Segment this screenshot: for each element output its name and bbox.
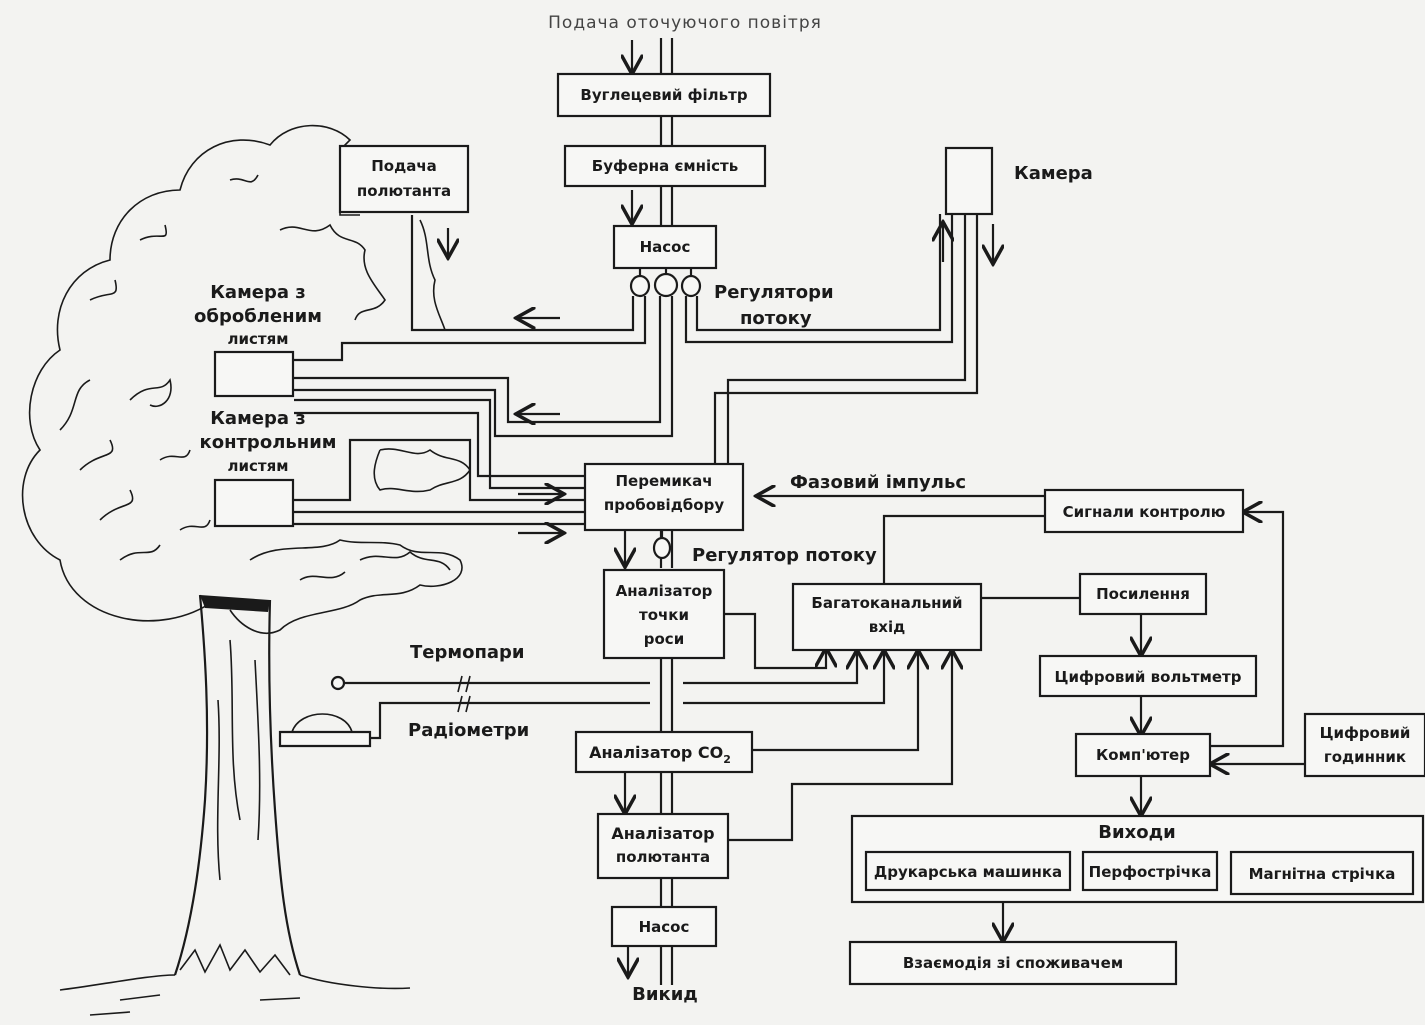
multichannel-label-1: Багатоканальний [811, 594, 962, 612]
thermocouples-label: Термопари [410, 642, 525, 663]
control-leaf-label-2: контрольним [199, 432, 336, 453]
sample-switch-box: Перемикач пробовідбору [583, 462, 745, 532]
computer-box: Комп'ютер [1074, 732, 1212, 778]
amplification-label: Посилення [1096, 585, 1190, 603]
computer-label: Комп'ютер [1096, 746, 1190, 764]
treated-leaf-chamber [213, 350, 295, 398]
pump-bottom-label: Насос [639, 918, 690, 936]
control-signals-box: Сигнали контролю [1043, 488, 1245, 534]
dew-analyzer-label-2: точки [639, 606, 689, 624]
pump-top-box: Насос [612, 224, 718, 270]
digital-voltmeter-label: Цифровий вольтметр [1055, 668, 1242, 686]
amplification-box: Посилення [1078, 572, 1208, 616]
user-interaction-label: Взаємодія зі споживачем [903, 954, 1123, 972]
co2-analyzer-text: Аналізатор CO [589, 743, 723, 762]
co2-analyzer-box: Аналізатор CO2 [574, 730, 754, 774]
pollutant-analyzer-label-2: полютанта [616, 848, 710, 866]
phase-pulse-label: Фазовий імпульс [790, 472, 966, 493]
user-interaction-box: Взаємодія зі споживачем [848, 940, 1178, 986]
tree-illustration [21, 124, 471, 1016]
outputs-label: Виходи [1098, 822, 1175, 843]
pollutant-analyzer-box: Аналізатор полютанта [596, 812, 730, 880]
carbon-filter-label: Вуглецевий фільтр [580, 86, 747, 104]
inlet-label: Подача оточуючого повітря [548, 13, 822, 33]
control-leaf-label-1: Камера з [210, 408, 306, 429]
sample-switch-label-2: пробовідбору [604, 496, 724, 514]
multichannel-label-2: вхід [869, 618, 905, 636]
pollutant-supply-label-2: полютанта [357, 182, 451, 200]
digital-clock-label-2: годинник [1324, 748, 1406, 766]
signal-lines [278, 496, 1305, 940]
digital-voltmeter-box: Цифровий вольтметр [1038, 654, 1258, 698]
dew-analyzer-label-3: роси [644, 630, 684, 648]
pollutant-analyzer-label-1: Аналізатор [611, 824, 714, 843]
distribution-pipes [294, 214, 993, 533]
buffer-label: Буферна ємність [592, 157, 738, 175]
digital-clock-label-1: Цифровий [1320, 724, 1411, 742]
dew-analyzer-label-1: Аналізатор [616, 582, 713, 600]
treated-leaf-label-1: Камера з [210, 282, 306, 303]
pollutant-supply-label-1: Подача [371, 157, 437, 175]
chamber-label: Камера [1014, 163, 1093, 184]
pump-top-label: Насос [640, 238, 691, 256]
magnetic-tape-label: Магнітна стрічка [1249, 865, 1396, 883]
co2-analyzer-label: Аналізатор CO2 [589, 743, 731, 766]
control-leaf-label-3: листям [228, 457, 289, 475]
multichannel-input-box: Багатоканальний вхід [791, 582, 983, 652]
chamber-box: Камера [944, 146, 1093, 216]
typewriter-label: Друкарська машинка [874, 863, 1062, 881]
pollutant-supply-box: Подача полютанта [338, 144, 470, 214]
outputs-box: Виходи Друкарська машинка Перфострічка М… [850, 814, 1425, 904]
co2-subscript: 2 [723, 753, 731, 766]
punch-tape-label: Перфострічка [1089, 863, 1212, 881]
treated-leaf-label-3: листям [228, 330, 289, 348]
control-signals-label: Сигнали контролю [1063, 503, 1226, 521]
carbon-filter-box: Вуглецевий фільтр [556, 72, 772, 118]
flow-regulators-label-1: Регулятори [714, 282, 834, 303]
exhaust-label: Викид [632, 984, 698, 1005]
dew-analyzer-box: Аналізатор точки роси [602, 568, 726, 660]
radiometers-label: Радіометри [408, 720, 529, 741]
pump-bottom-box: Насос [610, 905, 718, 948]
digital-clock-box: Цифровий годинник [1303, 712, 1425, 778]
treated-leaf-label-2: обробленим [194, 306, 322, 327]
control-leaf-chamber [213, 478, 295, 528]
buffer-box: Буферна ємність [563, 144, 767, 188]
main-air-pipe [625, 38, 674, 985]
flow-regulator-valves [629, 268, 702, 560]
flow-regulator-label: Регулятор потоку [692, 545, 877, 566]
sample-switch-label-1: Перемикач [615, 472, 712, 490]
flow-regulators-label-2: потоку [740, 308, 812, 329]
